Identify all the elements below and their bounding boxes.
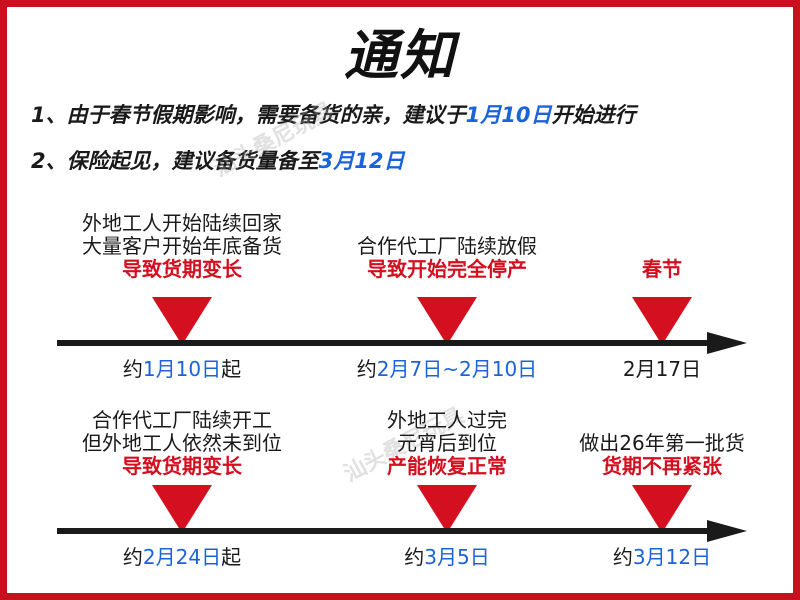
timeline2-marker-2 xyxy=(417,485,477,533)
timeline1-date-2: 约2月7日~2月10日 xyxy=(327,353,567,382)
page-title: 通知 xyxy=(344,24,456,87)
timeline2-date-3-pre: 约 xyxy=(612,545,633,569)
timeline2-date-1-post: 起 xyxy=(221,545,242,569)
timeline1-date-1-value: 1月10日 xyxy=(142,357,222,381)
timeline1-event-1-highlight: 导致货期变长 xyxy=(122,257,242,281)
timeline1-event-3-highlight: 春节 xyxy=(642,257,682,281)
timeline2-marker-1 xyxy=(152,485,212,533)
timeline1-date-2-value: 2月7日~2月10日 xyxy=(376,357,538,381)
timeline2-event-2-highlight: 产能恢复正常 xyxy=(387,454,507,478)
notice-line-1-suffix: 开始进行 xyxy=(551,103,636,127)
timeline2-event-1-line2: 但外地工人依然未到位 xyxy=(82,431,282,455)
timeline1-marker-1 xyxy=(152,297,212,345)
timeline1-date-1-post: 起 xyxy=(221,357,242,381)
timeline2-date-2-value: 3月5日 xyxy=(424,545,490,569)
timeline2-event-3-line1 xyxy=(547,409,777,432)
timeline2-axis xyxy=(57,528,707,534)
notice-line-1-text: 1、由于春节假期影响，需要备货的亲，建议于 xyxy=(31,103,466,127)
timeline1-event-2-line2: 合作代工厂陆续放假 xyxy=(357,234,537,258)
timeline1-date-2-pre: 约 xyxy=(356,357,377,381)
timeline2-event-2: 外地工人过完 元宵后到位 产能恢复正常 xyxy=(347,409,547,478)
timeline1-event-3-line1 xyxy=(587,212,737,235)
timeline2-event-1: 合作代工厂陆续开工 但外地工人依然未到位 导致货期变长 xyxy=(32,409,332,478)
timeline2-marker-3 xyxy=(632,485,692,533)
timeline1-event-3-line2 xyxy=(587,235,737,258)
timeline1-marker-3 xyxy=(632,297,692,345)
timeline1-event-2-line1 xyxy=(297,212,597,235)
timeline1-date-3-post: 2月17日 xyxy=(622,357,702,381)
notice-line-2: 2、保险起见，建议备货量备至3月12日 xyxy=(31,145,404,175)
timeline1-event-1-line1: 外地工人开始陆续回家 xyxy=(82,211,282,235)
timeline2-date-1-pre: 约 xyxy=(122,545,143,569)
timeline1-date-1-pre: 约 xyxy=(122,357,143,381)
timeline2-event-2-line2: 元宵后到位 xyxy=(397,431,497,455)
timeline2-event-3-highlight: 货期不再紧张 xyxy=(602,454,722,478)
timeline1-arrow-icon xyxy=(707,332,747,354)
timeline2-event-1-highlight: 导致货期变长 xyxy=(122,454,242,478)
timeline1-event-1-line2: 大量客户开始年底备货 xyxy=(82,234,282,258)
timeline1-event-1: 外地工人开始陆续回家 大量客户开始年底备货 导致货期变长 xyxy=(32,212,332,281)
timeline2-date-3: 约3月12日 xyxy=(582,541,742,570)
timeline2-date-3-value: 3月12日 xyxy=(632,545,712,569)
timeline2-date-2-pre: 约 xyxy=(404,545,425,569)
timeline2-date-1-value: 2月24日 xyxy=(142,545,222,569)
notice-line-1-date: 1月10日 xyxy=(465,103,552,127)
timeline2-event-3-line2: 做出26年第一批货 xyxy=(579,431,745,455)
timeline1-event-2-highlight: 导致开始完全停产 xyxy=(367,257,527,281)
timeline1-axis xyxy=(57,340,707,346)
timeline1-date-3: 2月17日 xyxy=(582,353,742,382)
timeline2-date-1: 约2月24日起 xyxy=(82,541,282,570)
timeline1-marker-2 xyxy=(417,297,477,345)
timeline1-date-1: 约1月10日起 xyxy=(82,353,282,382)
notice-line-2-date: 3月12日 xyxy=(318,149,405,173)
timeline2-event-2-line1: 外地工人过完 xyxy=(387,408,507,432)
timeline2-event-1-line1: 合作代工厂陆续开工 xyxy=(92,408,272,432)
timeline2-date-2: 约3月5日 xyxy=(367,541,527,570)
timeline2-arrow-icon xyxy=(707,520,747,542)
timeline1-event-2: 合作代工厂陆续放假 导致开始完全停产 xyxy=(297,212,597,281)
timeline1-event-3: 春节 xyxy=(587,212,737,281)
timeline2-event-3: 做出26年第一批货 货期不再紧张 xyxy=(547,409,777,478)
notice-line-2-text: 2、保险起见，建议备货量备至 xyxy=(31,149,319,173)
notice-line-1: 1、由于春节假期影响，需要备货的亲，建议于1月10日开始进行 xyxy=(31,99,635,129)
